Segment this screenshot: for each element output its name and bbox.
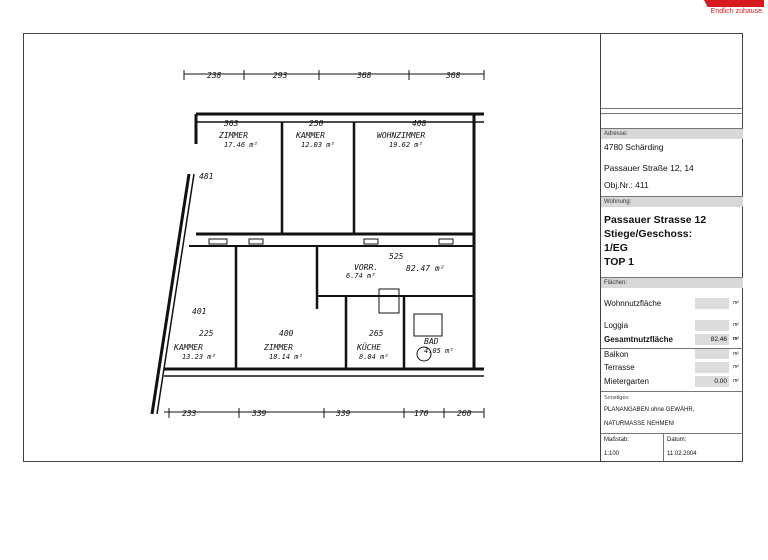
area-label: Loggia bbox=[604, 321, 629, 330]
area-row-gesamtnutzflaeche: Gesamtnutzfläche 82.46 m² bbox=[601, 334, 743, 345]
apartment-name: Passauer Strasse 12 bbox=[604, 214, 707, 226]
dim-408: 408 bbox=[412, 119, 427, 128]
top-value: TOP 1 bbox=[604, 256, 634, 268]
scale-cell: Maßstab: 1:100 bbox=[601, 434, 664, 461]
dim-481: 481 bbox=[199, 172, 213, 181]
area-label: Wohnnutzfläche bbox=[604, 299, 662, 308]
area-label: Terrasse bbox=[604, 363, 635, 372]
logo-claim: Endlich zuhause. bbox=[710, 8, 764, 15]
area-row-loggia: Loggia m² bbox=[601, 320, 743, 331]
plan-sheet: 238 293 368 368 363 250 408 481 401 525 … bbox=[23, 33, 743, 462]
area-unit: m² bbox=[733, 364, 739, 370]
area-value bbox=[695, 320, 729, 331]
date-cell: Datum: 11.02.2004 bbox=[664, 434, 743, 461]
scale-value: 1:100 bbox=[604, 451, 620, 457]
scale-label: Maßstab: bbox=[604, 437, 630, 443]
room-zimmer-2-name: ZIMMER bbox=[263, 343, 293, 352]
address-street: Passauer Straße 12, 14 bbox=[604, 163, 694, 173]
room-kammer-2-name: KAMMER bbox=[173, 343, 203, 352]
area-row-mietergarten: Mietergarten 0.00 m² bbox=[601, 376, 743, 387]
dim-bottom-2: 339 bbox=[251, 409, 267, 418]
area-value bbox=[695, 349, 729, 359]
area-label: Balkon bbox=[604, 350, 629, 359]
areas-header: Flächen: bbox=[601, 277, 743, 288]
dim-363: 363 bbox=[223, 119, 239, 128]
apartment-header: Wohnung: bbox=[601, 196, 743, 207]
note-line-2: NATURMASSE NEHMEN! bbox=[604, 421, 675, 427]
misc-header: Sonstiges: bbox=[601, 391, 743, 404]
info-panel: Adresse: 4780 Schärding Passauer Straße … bbox=[600, 34, 743, 461]
room-kammer-1-area: 12.03 m² bbox=[301, 141, 335, 149]
dim-top-2: 293 bbox=[273, 71, 288, 80]
area-label: Mietergarten bbox=[604, 377, 649, 386]
dim-401: 401 bbox=[192, 307, 206, 316]
object-number: Obj.Nr.: 411 bbox=[604, 180, 649, 190]
area-value bbox=[695, 362, 729, 373]
room-zimmer-2-area: 18.14 m² bbox=[269, 353, 303, 361]
dim-top-3: 368 bbox=[356, 71, 372, 80]
logo-mark bbox=[704, 0, 764, 7]
stair-floor-label: Stiege/Geschoss: bbox=[604, 228, 693, 240]
company-logo: Endlich zuhause. bbox=[700, 0, 764, 22]
room-kueche-name: KÜCHE bbox=[356, 342, 381, 352]
room-zimmer-1-area: 17.46 m² bbox=[224, 141, 258, 149]
area-row-balkon: Balkon m² bbox=[601, 348, 743, 359]
date-label: Datum: bbox=[667, 437, 687, 443]
dim-bottom-1: 233 bbox=[182, 409, 197, 418]
area-label: Gesamtnutzfläche bbox=[604, 335, 673, 344]
area-unit: m² bbox=[733, 351, 739, 357]
address-city: 4780 Schärding bbox=[604, 142, 664, 152]
dim-top-4: 368 bbox=[445, 71, 461, 80]
dim-bottom-3: 339 bbox=[335, 409, 351, 418]
area-unit: m² bbox=[733, 322, 739, 328]
room-zimmer-1-name: ZIMMER bbox=[218, 131, 248, 140]
room-wohnzimmer-name: WOHNZIMMER bbox=[377, 131, 425, 140]
dim-225: 225 bbox=[199, 329, 214, 338]
area-value: 82.46 bbox=[695, 334, 729, 345]
area-value bbox=[695, 298, 729, 309]
floor-value: 1/EG bbox=[604, 242, 628, 254]
room-vorr-area: 6.74 m² bbox=[346, 272, 376, 280]
dim-250: 250 bbox=[309, 119, 324, 128]
room-vorr-name: VORR. bbox=[354, 263, 378, 272]
dim-bottom-4: 170 bbox=[414, 409, 429, 418]
dim-bottom-5: 260 bbox=[457, 409, 472, 418]
date-value: 11.02.2004 bbox=[667, 451, 697, 457]
total-area: 82.47 m² bbox=[406, 264, 445, 273]
area-unit: m² bbox=[732, 336, 740, 342]
area-row-wohnnutzflaeche: Wohnnutzfläche m² bbox=[601, 298, 743, 309]
floor-plan: 238 293 368 368 363 250 408 481 401 525 … bbox=[150, 70, 485, 418]
room-wohnzimmer-area: 19.62 m² bbox=[389, 141, 423, 149]
area-unit: m² bbox=[733, 378, 739, 384]
room-bad-area: 4.05 m² bbox=[424, 347, 454, 355]
area-row-terrasse: Terrasse m² bbox=[601, 362, 743, 373]
room-bad-name: BAD bbox=[424, 337, 439, 346]
panel-divider bbox=[601, 108, 743, 114]
address-header: Adresse: bbox=[601, 128, 743, 139]
area-unit: m² bbox=[733, 300, 739, 306]
note-line-1: PLANANGABEN ohne GEWÄHR, bbox=[604, 407, 695, 413]
footer-cells: Maßstab: 1:100 Datum: 11.02.2004 bbox=[601, 433, 743, 461]
area-value: 0.00 bbox=[695, 376, 729, 387]
room-kammer-2-area: 13.23 m² bbox=[182, 353, 216, 361]
room-kammer-1-name: KAMMER bbox=[295, 131, 325, 140]
dim-400: 400 bbox=[279, 329, 294, 338]
dim-top-1: 238 bbox=[207, 71, 222, 80]
dim-265: 265 bbox=[369, 329, 384, 338]
dim-525: 525 bbox=[389, 252, 404, 261]
room-kueche-area: 8.04 m² bbox=[359, 353, 389, 361]
